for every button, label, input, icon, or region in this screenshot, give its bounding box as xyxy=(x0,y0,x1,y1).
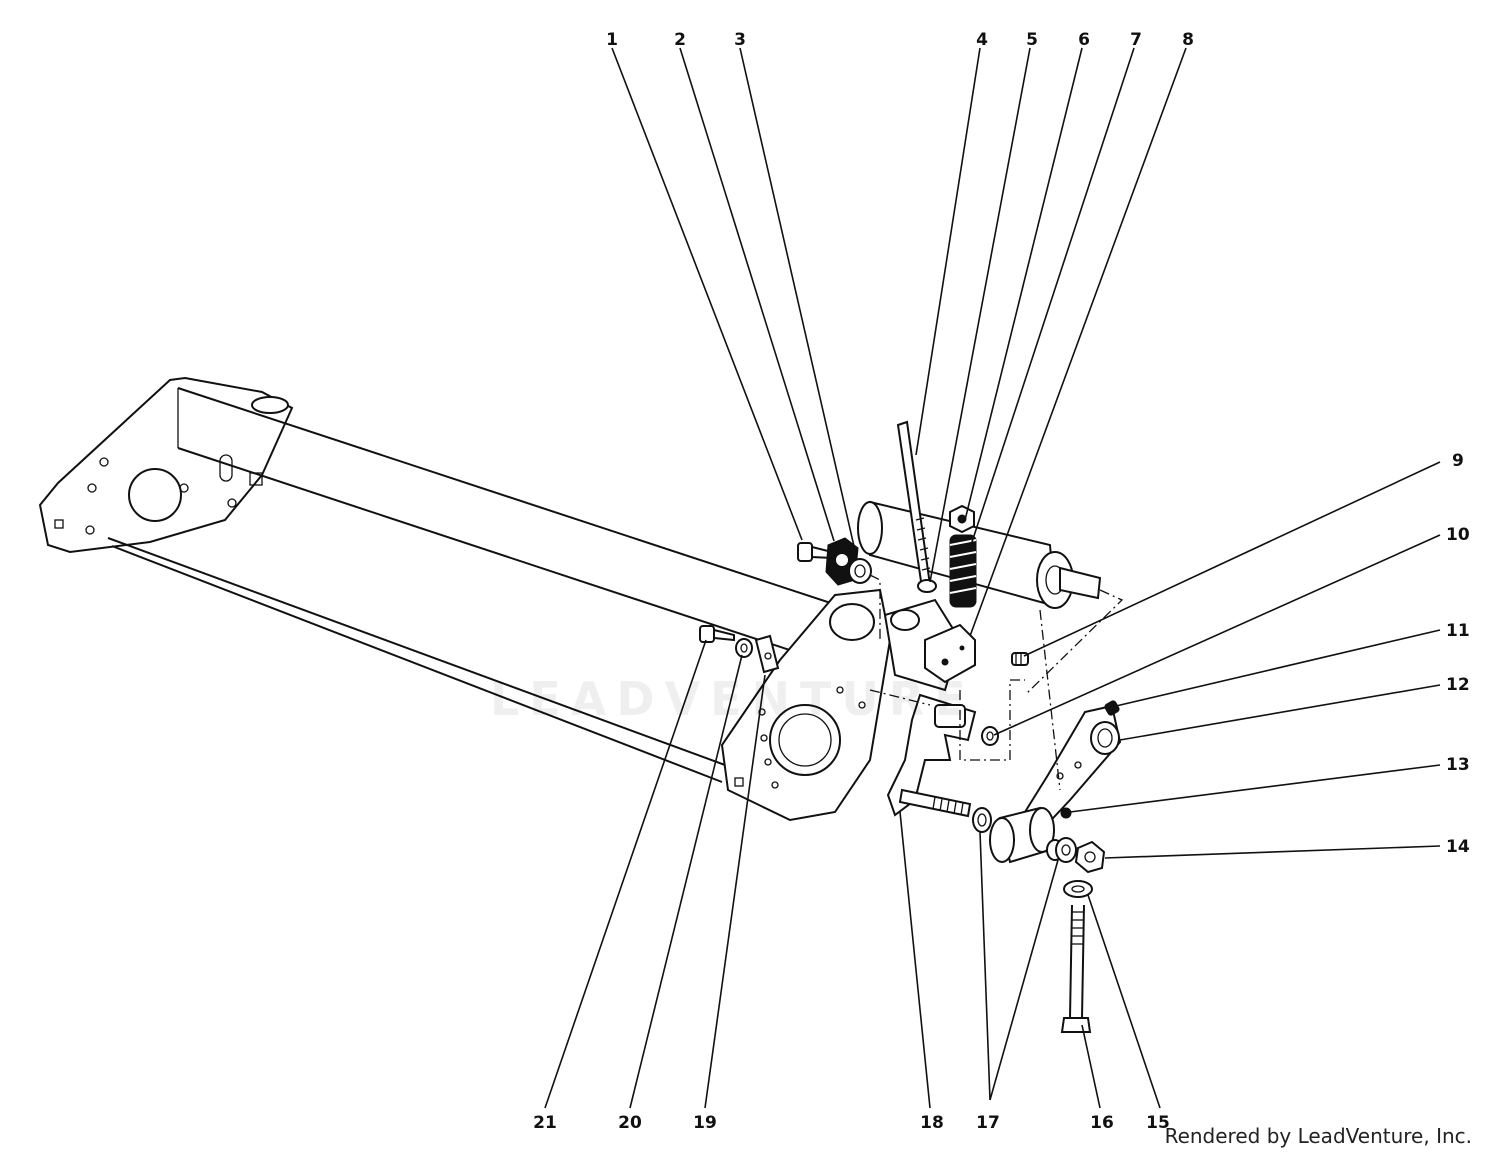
adjuster-block xyxy=(924,623,976,684)
lock-nut-item-14 xyxy=(1074,840,1106,874)
callout-7: 7 xyxy=(1130,30,1142,50)
callout-17: 17 xyxy=(976,1113,1000,1133)
callout-12: 12 xyxy=(1446,675,1470,695)
callout-11: 11 xyxy=(1446,621,1470,641)
callout-9: 9 xyxy=(1452,451,1464,471)
frame-rod xyxy=(107,537,726,783)
leader-lines xyxy=(544,47,1441,1109)
spacer-item-13 xyxy=(1055,807,1077,863)
callout-4: 4 xyxy=(976,30,988,50)
washer-item-20 xyxy=(735,638,753,658)
threaded-rod xyxy=(896,420,937,593)
callout-21: 21 xyxy=(533,1113,557,1133)
pivot-bracket-item-18 xyxy=(886,693,977,818)
assembly-lines xyxy=(869,574,1061,791)
left-frame-plate xyxy=(38,376,294,554)
watermark: LEADVENTURE xyxy=(490,672,976,726)
credit-text: Rendered by LeadVenture, Inc. xyxy=(1164,1124,1472,1148)
callout-10: 10 xyxy=(1446,525,1470,545)
frame-tube xyxy=(177,387,859,665)
right-side-plate xyxy=(720,588,892,822)
callout-13: 13 xyxy=(1446,755,1470,775)
compression-spring xyxy=(949,534,977,608)
callout-20: 20 xyxy=(618,1113,642,1133)
washer-item-15 xyxy=(1063,880,1093,898)
callout-15: 15 xyxy=(1146,1113,1170,1133)
callout-3: 3 xyxy=(734,30,746,50)
callout-2: 2 xyxy=(674,30,686,50)
callout-14: 14 xyxy=(1446,837,1470,857)
callout-19: 19 xyxy=(693,1113,717,1133)
callout-1: 1 xyxy=(606,30,618,50)
spring-nut xyxy=(949,504,975,534)
bushing-item-3 xyxy=(848,558,872,584)
callout-18: 18 xyxy=(920,1113,944,1133)
hub-item-17 xyxy=(972,806,1064,864)
callout-labels: 1 2 3 4 5 6 7 8 9 10 11 12 13 14 15 16 1… xyxy=(533,30,1470,1133)
clip-item-19 xyxy=(754,634,780,674)
callout-16: 16 xyxy=(1090,1113,1114,1133)
callout-5: 5 xyxy=(1026,30,1038,50)
callout-6: 6 xyxy=(1078,30,1090,50)
callout-8: 8 xyxy=(1182,30,1194,50)
bolt-item-21 xyxy=(699,625,735,643)
washer-item-10 xyxy=(981,726,999,746)
long-bolt-item-16 xyxy=(1060,904,1092,1033)
